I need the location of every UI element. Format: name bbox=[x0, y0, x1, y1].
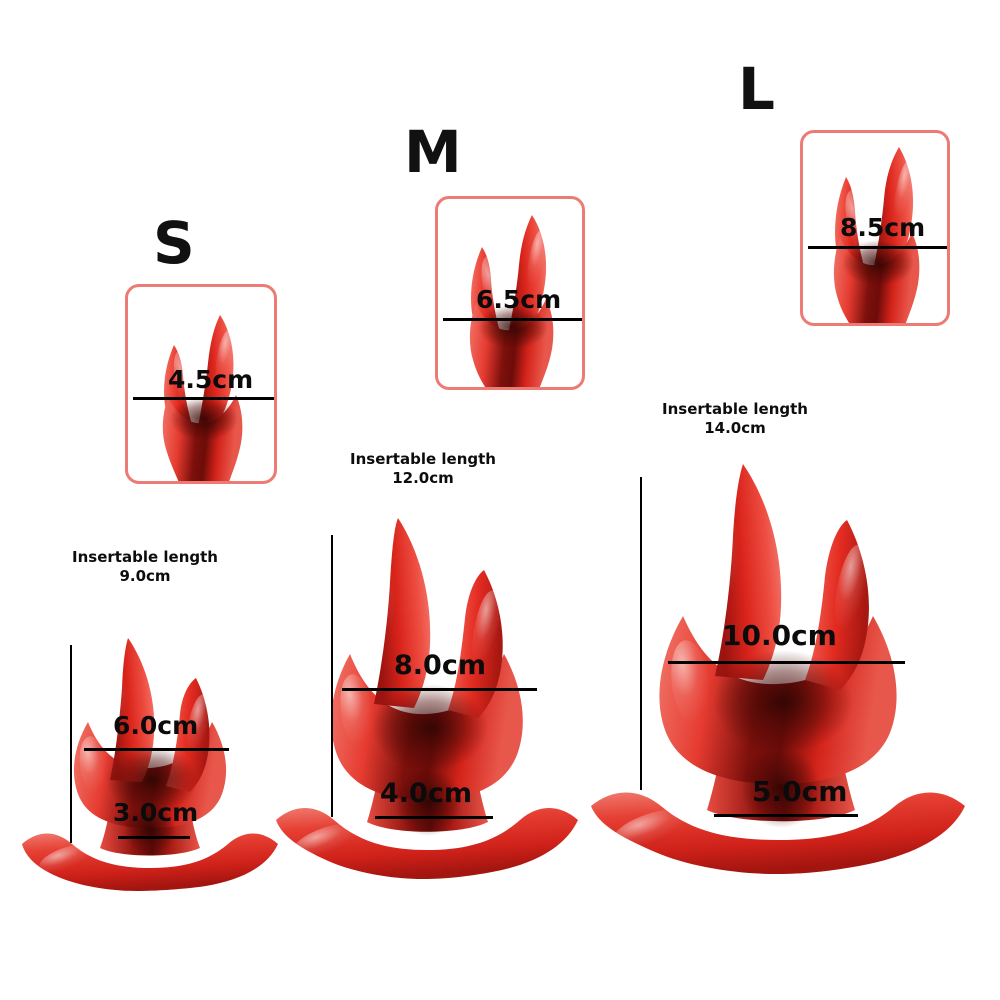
insertable-length-caption-large: Insertable length 14.0cm bbox=[640, 400, 830, 438]
neck-width-rule-medium bbox=[375, 816, 493, 819]
head-inset-small: 4.5cm bbox=[125, 284, 277, 484]
neck-width-rule-small bbox=[118, 836, 190, 839]
body-width-rule-medium bbox=[342, 688, 537, 691]
body-width-rule-small bbox=[84, 748, 229, 751]
neck-width-label-large: 5.0cm bbox=[752, 775, 848, 808]
neck-width-rule-large bbox=[714, 814, 858, 817]
product-illustration-large bbox=[575, 458, 985, 903]
insertable-length-rule-large bbox=[640, 477, 642, 790]
head-width-label-small: 4.5cm bbox=[168, 365, 254, 394]
insertable-length-rule-small bbox=[70, 645, 72, 843]
product-head-illustration-medium bbox=[469, 215, 554, 387]
size-letter-large: L bbox=[738, 55, 775, 123]
head-inset-medium: 6.5cm bbox=[435, 196, 585, 390]
product-svg-medium bbox=[276, 518, 578, 879]
head-inset-large-clip bbox=[803, 133, 947, 323]
head-width-label-medium: 6.5cm bbox=[476, 285, 562, 314]
insertable-length-value-small: 9.0cm bbox=[119, 567, 171, 586]
neck-width-label-small: 3.0cm bbox=[113, 798, 199, 827]
size-letter-medium: M bbox=[404, 118, 462, 186]
head-inset-large: 8.5cm bbox=[800, 130, 950, 326]
head-width-label-large: 8.5cm bbox=[840, 213, 926, 242]
insertable-length-value-medium: 12.0cm bbox=[392, 469, 454, 488]
insertable-length-caption-small: Insertable length 9.0cm bbox=[50, 548, 240, 586]
body-width-rule-large bbox=[668, 661, 905, 664]
product-svg-small bbox=[22, 638, 278, 891]
head-inset-medium-clip bbox=[438, 199, 582, 387]
insertable-length-caption-medium: Insertable length 12.0cm bbox=[328, 450, 518, 488]
body-width-label-large: 10.0cm bbox=[722, 619, 837, 652]
body-width-label-medium: 8.0cm bbox=[394, 650, 486, 681]
insertable-length-text-medium: Insertable length bbox=[350, 450, 496, 468]
product-svg-large bbox=[591, 464, 965, 874]
insertable-length-text-large: Insertable length bbox=[662, 400, 808, 418]
head-width-rule-medium bbox=[443, 318, 582, 321]
product-illustration-small bbox=[10, 630, 290, 900]
head-width-rule-small bbox=[133, 397, 274, 400]
head-width-rule-large bbox=[808, 246, 947, 249]
product-illustration-medium bbox=[262, 512, 592, 902]
body-width-label-small: 6.0cm bbox=[113, 711, 199, 740]
insertable-length-value-large: 14.0cm bbox=[704, 419, 766, 438]
neck-width-label-medium: 4.0cm bbox=[380, 778, 472, 809]
size-letter-small: S bbox=[153, 209, 195, 277]
product-head-illustration-large bbox=[833, 147, 920, 323]
insertable-length-text-small: Insertable length bbox=[72, 548, 218, 566]
insertable-length-rule-medium bbox=[331, 535, 333, 817]
